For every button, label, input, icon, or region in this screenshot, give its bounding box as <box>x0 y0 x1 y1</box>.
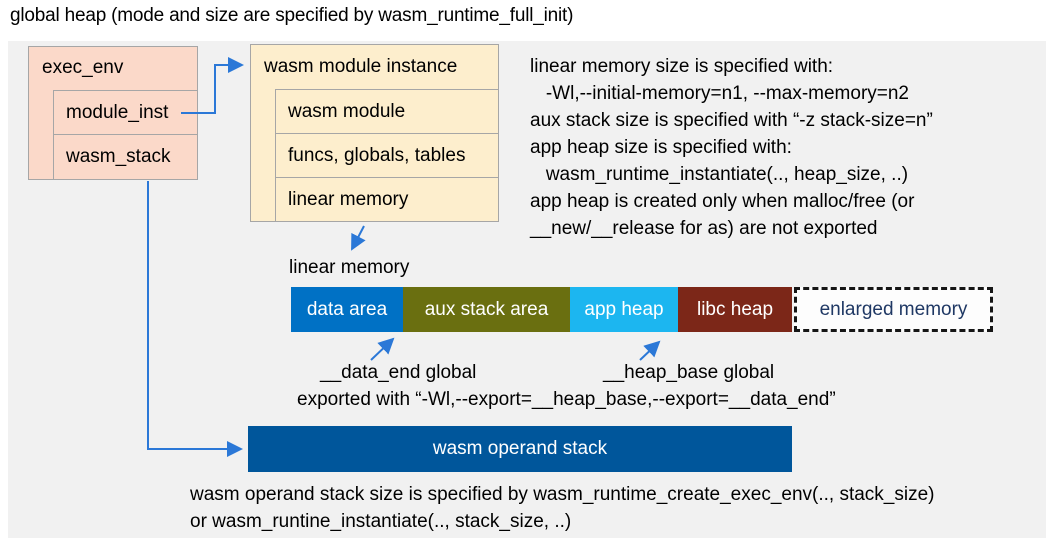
footer-line: or wasm_runtine_instantiate(.., stack_si… <box>190 511 572 532</box>
info-line: aux stack size is specified with “-z sta… <box>530 110 933 131</box>
info-line: app heap size is specified with: <box>530 137 792 158</box>
heap-base-global-label: __heap_base global <box>603 362 775 383</box>
operand-stack-info: wasm operand stack size is specified by … <box>190 481 935 535</box>
wasm-module-box: wasm module <box>275 89 499 134</box>
memory-segment-libc-heap: libc heap <box>678 287 792 332</box>
module-inst-box: module_inst <box>53 90 198 135</box>
module-instance-label: wasm module instance <box>264 56 458 77</box>
exported-flags-label: exported with “-Wl,--export=__heap_base,… <box>297 389 836 410</box>
linear-memory-label: linear memory <box>289 257 410 278</box>
memory-size-info: linear memory size is specified with: -W… <box>530 53 1045 242</box>
info-line: -Wl,--initial-memory=n1, --max-memory=n2 <box>530 83 909 104</box>
linear-memory-box: linear memory <box>275 177 499 222</box>
memory-segment-app-heap: app heap <box>570 287 678 332</box>
info-line: wasm_runtime_instantiate(.., heap_size, … <box>530 164 909 185</box>
memory-segment-aux-stack-area: aux stack area <box>403 287 570 332</box>
funcs-globals-tables-box: funcs, globals, tables <box>275 133 499 178</box>
memory-segment-data-area: data area <box>291 287 403 332</box>
wasm-stack-box: wasm_stack <box>53 134 198 180</box>
diagram-title: global heap (mode and size are specified… <box>10 5 574 26</box>
wasm-operand-stack-bar: wasm operand stack <box>248 426 792 472</box>
info-line: app heap is created only when malloc/fre… <box>530 191 915 212</box>
info-line: linear memory size is specified with: <box>530 56 834 77</box>
exec-env-label: exec_env <box>42 57 124 78</box>
memory-segment-enlarged-memory: enlarged memory <box>794 287 993 332</box>
data-end-global-label: __data_end global <box>320 362 477 383</box>
info-line: __new/__release for as) are not exported <box>530 218 878 239</box>
footer-line: wasm operand stack size is specified by … <box>190 484 935 505</box>
